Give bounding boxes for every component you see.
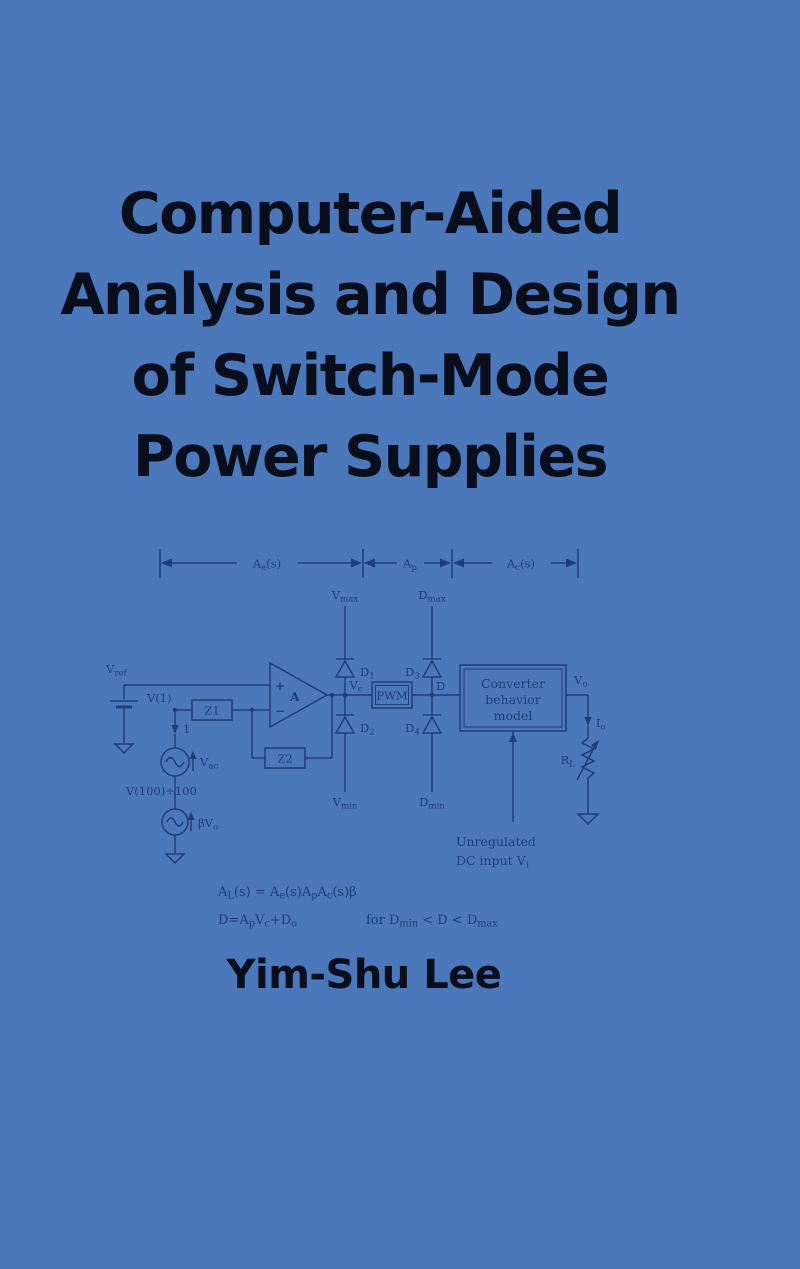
equations: AL(s) = Ae(s)ApAc(s)β D=ApVc+Do for Dmin… — [217, 885, 498, 930]
io-label: Io — [596, 716, 606, 733]
vo-label: Vo — [573, 673, 588, 690]
converter-label-2: behavior — [485, 692, 540, 707]
z2-label: Z2 — [277, 752, 292, 766]
opamp-plus-input: + — [275, 679, 285, 693]
error-amplifier-section: Vref V(1) Z1 + − A Vc — [105, 661, 372, 769]
output-load-branch: Vo Io RL — [561, 673, 606, 826]
title-line-2: Analysis and Design — [60, 262, 681, 328]
unregulated-label-1: Unregulated — [456, 834, 536, 849]
d2-label: D2 — [360, 721, 375, 738]
stage2-label: Ap — [402, 557, 417, 574]
arrow-left-icon — [364, 558, 375, 568]
stimulus-sources: 1 Vac V(100)÷100 βVo — [125, 710, 218, 865]
loop-gain-equation: AL(s) = Ae(s)ApAc(s)β — [217, 885, 357, 902]
d-node-label: D — [436, 679, 445, 693]
node1-label: 1 — [183, 722, 190, 736]
arrow-right-icon — [566, 558, 577, 568]
converter-label-3: model — [494, 708, 533, 723]
vc-label: Vc — [348, 678, 362, 695]
converter-label-1: Converter — [481, 676, 545, 691]
vc-clamp-branch: Vmax D1 D2 Vmin — [331, 588, 375, 812]
d4-label: D4 — [405, 721, 420, 738]
pwm-block: PWM D — [371, 679, 460, 709]
arrow-up-icon — [187, 812, 195, 820]
vmin-label: Vmin — [332, 795, 358, 812]
diode-d4-icon — [421, 714, 443, 734]
d3-label: D3 — [405, 665, 420, 682]
ground-icon — [576, 813, 600, 826]
pwm-label: PWM — [376, 689, 408, 703]
dmin-label: Dmin — [419, 795, 445, 812]
arrow-left-icon — [453, 558, 464, 568]
opamp-icon — [269, 661, 329, 729]
arrow-right-icon — [351, 558, 362, 568]
author-name: Yim-Shu Lee — [226, 952, 502, 998]
duty-clamp-branch: Dmax D3 D4 Dmin — [405, 588, 446, 812]
vmax-label: Vmax — [331, 588, 359, 605]
dmax-label: Dmax — [418, 588, 446, 605]
unregulated-label-2: DC input Vi — [456, 853, 529, 871]
duty-condition: for Dmin < D < Dmax — [366, 913, 498, 930]
diode-d2-icon — [334, 714, 356, 734]
diode-d1-icon — [334, 658, 356, 678]
duty-equation: D=ApVc+Do — [218, 913, 297, 930]
ground-icon — [164, 853, 186, 865]
battery-icon — [110, 685, 138, 743]
arrow-up-icon — [509, 733, 517, 742]
converter-model-block: Converter behavior model — [459, 664, 567, 732]
title-line-4: Power Supplies — [132, 424, 609, 490]
vref-label: Vref — [105, 662, 128, 679]
unregulated-input: Unregulated DC input Vi — [456, 731, 536, 871]
v100-label: V(100)÷100 — [125, 784, 197, 798]
title-line-1: Computer-Aided — [118, 181, 623, 247]
stage1-label: Ae(s) — [252, 557, 281, 574]
d1-label: D1 — [360, 665, 375, 682]
gain-stage-dimension-lines: Ae(s) Ap Ac(s) — [159, 549, 579, 578]
book-title: Computer-Aided Analysis and Design of Sw… — [0, 174, 740, 498]
arrow-right-icon — [440, 558, 451, 568]
diode-d3-icon — [421, 658, 443, 678]
z1-label: Z1 — [204, 704, 219, 718]
beta-vo-label: βVo — [198, 816, 218, 833]
arrow-down-icon — [171, 725, 179, 734]
stage3-label: Ac(s) — [506, 557, 535, 574]
title-line-3: of Switch-Mode — [131, 343, 610, 409]
vac-label: Vac — [199, 755, 218, 772]
opamp-minus-input: − — [275, 704, 285, 718]
arrow-down-icon — [584, 717, 592, 726]
ground-icon — [113, 743, 135, 755]
rl-label: RL — [561, 753, 576, 770]
opamp-gain-label: A — [289, 690, 300, 704]
arrow-up-icon — [189, 751, 197, 759]
arrow-up-icon — [591, 740, 599, 750]
v1-label: V(1) — [146, 691, 172, 705]
feedback-source-icon — [161, 808, 189, 836]
ac-source-icon — [160, 747, 190, 777]
arrow-left-icon — [161, 558, 172, 568]
